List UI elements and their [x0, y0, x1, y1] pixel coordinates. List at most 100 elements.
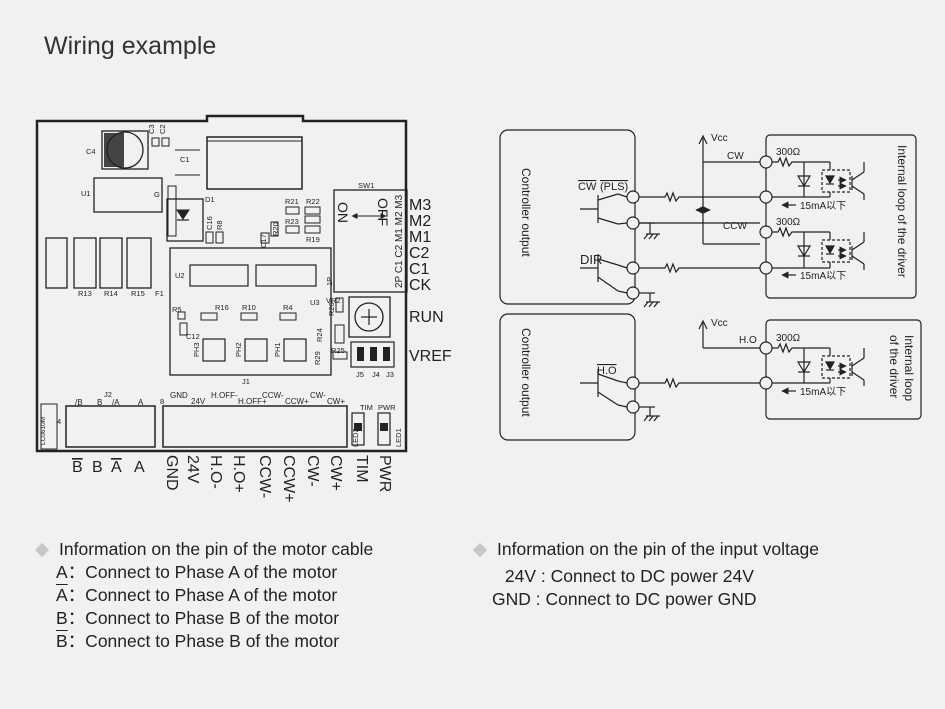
j2-pin-label: /A [112, 398, 120, 407]
cw-line-label: CW [727, 151, 744, 162]
label-pwr-top: PWR [378, 403, 396, 412]
vcc-label-bottom: Vcc [711, 318, 728, 329]
terminal-bottom-label: CW- [304, 455, 321, 487]
circuit-top [499, 129, 917, 308]
current-label-2: 15mA以下 [800, 271, 846, 282]
motor-pin-heading: Information on the pin of the motor cabl… [59, 539, 374, 559]
pcb-board [35, 114, 408, 453]
terminal-bottom-label: CW+ [327, 455, 344, 491]
internal-loop-label-bottom-2: of the driver [887, 335, 901, 398]
terminal-top-label: 24V [191, 397, 206, 406]
voltage-pin-info-heading-row: Information on the pin of the input volt… [472, 538, 819, 561]
motor-pin-info: Information on the pin of the motor cabl… [34, 538, 373, 653]
motor-pin-name: B [56, 631, 68, 651]
chip-u2 [189, 264, 249, 287]
led-tim [351, 412, 365, 446]
label-pin4: 4 [57, 417, 61, 426]
controller-output-label-bottom: Controller output [519, 328, 533, 417]
led-pwr [377, 412, 391, 446]
label-u1: U1 [81, 189, 91, 198]
label-on: ON [335, 202, 351, 223]
voltage-pin-heading: Information on the pin of the input volt… [497, 539, 820, 559]
label-ph3: PH3 [192, 342, 201, 357]
voltage-pin-line: 24V : Connect to DC power 24V [500, 566, 754, 586]
label-r13: R13 [78, 289, 92, 298]
label-j3: J3 [386, 370, 394, 379]
label-r10: R10 [242, 303, 256, 312]
page-title: Wiring example [44, 32, 217, 60]
internal-loop-label-bottom-1: Internal loop [902, 335, 916, 401]
terminal-top-label: H.OFF- [211, 391, 238, 400]
ccw-line-label: CCW [723, 221, 747, 232]
label-r19: R19 [306, 235, 320, 244]
terminal-top-label: GND [170, 391, 188, 400]
connector-j2 [65, 405, 156, 448]
motor-pin-line: A：Connect to Phase A of the motor [56, 561, 373, 584]
label-r24: R24 [315, 328, 324, 342]
terminal-bottom-label: CCW+ [280, 455, 297, 503]
motor-pin-line: B：Connect to Phase B of the motor [56, 607, 373, 630]
chip-u3 [255, 264, 317, 287]
chip-u1 [93, 177, 163, 213]
board-outline [35, 114, 408, 453]
label-r8: R8 [215, 220, 224, 230]
terminal-bottom-label: GND [163, 455, 180, 491]
terminal-top-label: CW+ [327, 397, 345, 406]
label-r20: R20 [271, 222, 280, 236]
motor-pin-info-heading-row: Information on the pin of the motor cabl… [34, 538, 373, 561]
label-r25: R25 [331, 346, 345, 355]
motor-pin-description: ：Connect to Phase B of the motor [67, 631, 340, 651]
resistor-label-3: 300Ω [776, 333, 801, 344]
label-j4: J4 [372, 370, 380, 379]
label-tim-top: TIM [360, 403, 373, 412]
label-c17: C17 [259, 234, 268, 248]
vcc-label-top: Vcc [711, 133, 728, 144]
label-ph1: PH1 [273, 342, 282, 357]
label-sw1: SW1 [358, 181, 374, 190]
label-lc0610m: LC0610M [40, 417, 47, 445]
optocoupler-ph2 [244, 338, 268, 362]
label-pin8: 8 [160, 397, 164, 406]
side-label-m3: M3 [409, 197, 431, 214]
cw-pls-label-a: CW [578, 181, 597, 193]
optocoupler-ph1 [283, 338, 307, 362]
motor-pin-name: B [56, 608, 68, 628]
label-u3: U3 [310, 298, 320, 307]
label-off: OFF [375, 198, 391, 226]
label-d1: D1 [205, 195, 215, 204]
motor-pin-name: A [56, 562, 68, 582]
label-r26: R26 [327, 302, 336, 316]
label-led2: LED2 [351, 428, 360, 447]
dir-label: DIR [580, 252, 602, 267]
label-1p: 1P [325, 277, 334, 286]
resistor-block-1 [45, 237, 68, 289]
motor-pin-line: B：Connect to Phase B of the motor [56, 630, 373, 653]
label-r29: R29 [313, 351, 322, 365]
circuit-bottom [499, 313, 922, 441]
diode-d1 [166, 198, 204, 242]
label-c4: C4 [86, 147, 96, 156]
heatsink [206, 136, 303, 190]
side-label-c1: C1 [409, 261, 430, 278]
dip-switch-sw1 [333, 189, 408, 293]
label-c12: C12 [186, 332, 200, 341]
motor-pin-description: ：Connect to Phase A of the motor [67, 562, 338, 582]
side-label-vref: VREF [409, 348, 452, 365]
current-label-3: 15mA以下 [800, 387, 846, 398]
terminal-top-label: CW- [310, 391, 326, 400]
label-sw-pins: 2P C1 C2 M1 M2 M3 [394, 194, 405, 288]
label-r14: R14 [104, 289, 118, 298]
current-label-1: 15mA以下 [800, 201, 846, 212]
label-r23: R23 [285, 217, 299, 226]
label-r21: R21 [285, 197, 299, 206]
optocoupler-ph3 [202, 338, 226, 362]
j2-pin-label: B [97, 398, 102, 407]
label-r16: R16 [215, 303, 229, 312]
terminal-bottom-label: PWR [376, 455, 393, 492]
